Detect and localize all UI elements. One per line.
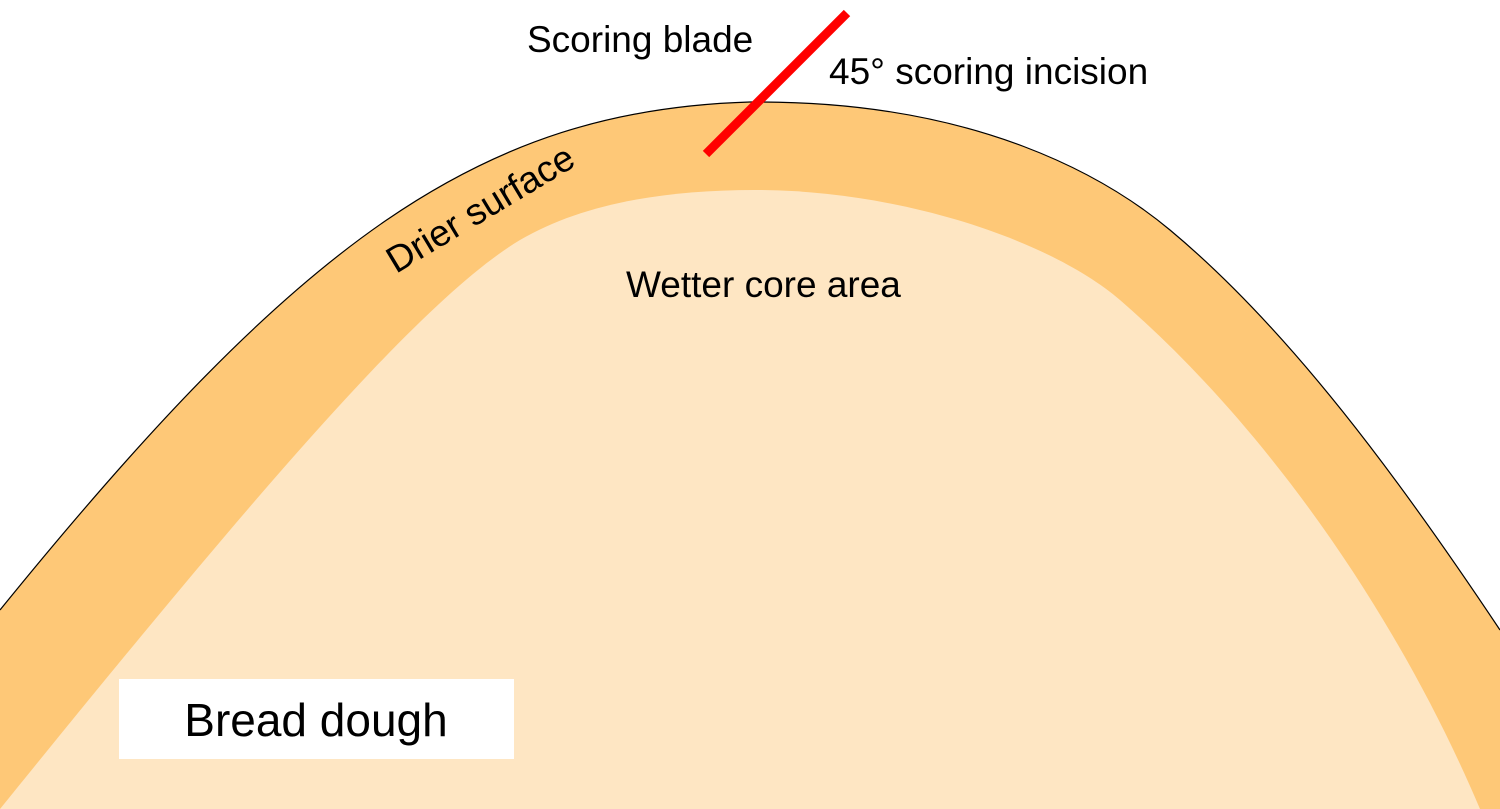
dough-outline <box>0 101 1500 631</box>
wetter-core-label: Wetter core area <box>626 264 901 305</box>
scoring-blade-line <box>702 9 851 158</box>
dough-wet-core <box>0 190 1480 809</box>
bread-dough-label: Bread dough <box>184 694 447 746</box>
bread-dough-label-box <box>119 679 514 759</box>
scoring-incision-label: 45° scoring incision <box>829 51 1148 92</box>
scoring-blade-label: Scoring blade <box>527 19 753 60</box>
